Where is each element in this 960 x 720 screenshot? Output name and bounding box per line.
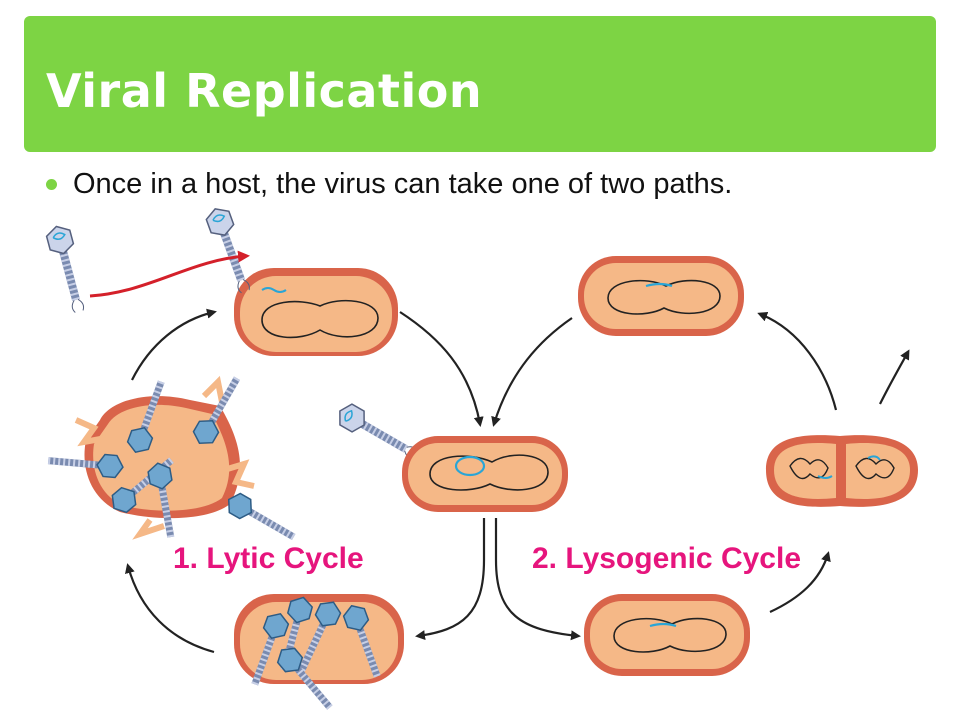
bullet-item: Once in a host, the virus can take one o… bbox=[46, 164, 732, 204]
arrow-division-to-top bbox=[757, 311, 838, 411]
bacterium-prophage-top bbox=[578, 256, 744, 336]
infection-arrow bbox=[89, 250, 250, 298]
bacterium-attachment bbox=[234, 268, 398, 356]
arrow-exit-up bbox=[879, 349, 910, 405]
bullet-text: Once in a host, the virus can take one o… bbox=[73, 167, 733, 200]
bacterium-center bbox=[402, 436, 568, 512]
arrow-release-to-attach bbox=[131, 308, 217, 381]
arrow-assembly-to-lysis bbox=[125, 563, 215, 654]
arrow-to-center bbox=[399, 311, 484, 427]
slide-title: Viral Replication bbox=[46, 64, 483, 118]
lysogenic-cycle-label: 2. Lysogenic Cycle bbox=[532, 542, 801, 575]
arrow-to-lytic bbox=[415, 518, 486, 641]
arrow-integration-to-division bbox=[769, 551, 831, 613]
phage-icon bbox=[45, 223, 91, 314]
phage-icon bbox=[223, 490, 299, 547]
bacterium-dividing bbox=[766, 435, 918, 507]
bullet-icon bbox=[46, 178, 57, 190]
arrow-induction bbox=[491, 317, 573, 427]
title-bar: Viral Replication bbox=[24, 16, 936, 152]
lytic-cycle-label: 1. Lytic Cycle bbox=[173, 542, 364, 575]
arrow-to-lysogenic bbox=[494, 518, 581, 641]
bacterium-integration bbox=[584, 594, 750, 676]
